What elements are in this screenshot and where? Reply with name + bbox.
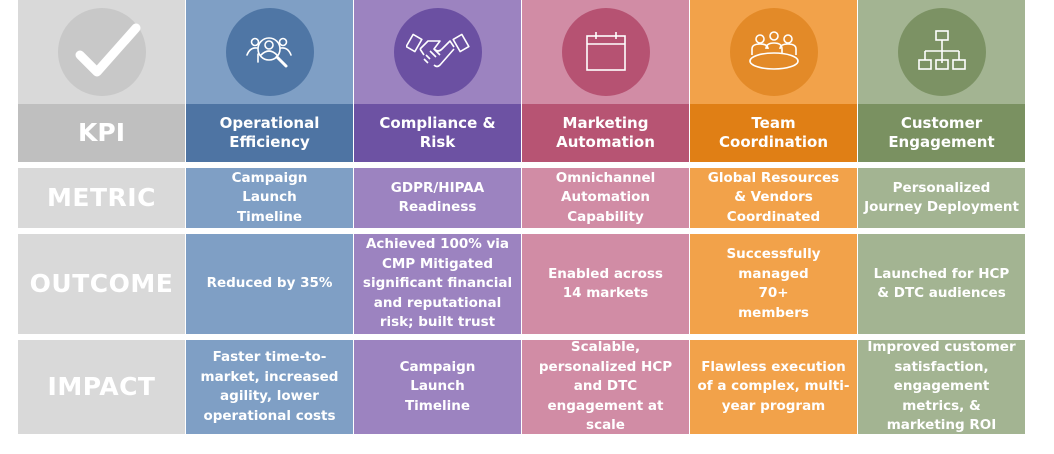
- kpi-row-label: KPI: [18, 104, 185, 162]
- header-line: Automation: [556, 133, 655, 151]
- impact-operational-efficiency: Faster time-to-market, increased agility…: [186, 340, 353, 434]
- icon-cell-operational-efficiency: [186, 0, 353, 104]
- kpi-icon-cell: [18, 0, 185, 104]
- impact-compliance-risk: Campaign Launch Timeline: [354, 340, 521, 434]
- metric-customer-engagement: Personalized Journey Deployment: [858, 168, 1025, 228]
- header-line: Efficiency: [229, 133, 310, 151]
- outcome-operational-efficiency: Reduced by 35%: [186, 234, 353, 334]
- header-line: Customer: [900, 114, 983, 132]
- outcome-team-coordination: Successfully managed 70+ members: [690, 234, 857, 334]
- outcome-marketing-automation: Enabled across 14 markets: [522, 234, 689, 334]
- checkmark-icon: [57, 8, 146, 96]
- icon-cell-team-coordination: [690, 0, 857, 104]
- icon-cell-customer-engagement: [858, 0, 1025, 104]
- calendar-icon: [561, 8, 650, 96]
- metric-marketing-automation: Omnichannel Automation Capability: [522, 168, 689, 228]
- people-search-icon: [225, 8, 314, 96]
- header-line: Coordination: [719, 133, 828, 151]
- metric-compliance-risk: GDPR/HIPAA Readiness: [354, 168, 521, 228]
- outcome-customer-engagement: Launched for HCP & DTC audiences: [858, 234, 1025, 334]
- header-line: Marketing: [562, 114, 649, 132]
- header-compliance-risk: Compliance &Risk: [354, 104, 521, 162]
- impact-team-coordination: Flawless execution of a complex, multi-y…: [690, 340, 857, 434]
- icon-cell-compliance-risk: [354, 0, 521, 104]
- org-chart-icon: [897, 8, 986, 96]
- header-line: Risk: [419, 133, 456, 151]
- icon-cell-marketing-automation: [522, 0, 689, 104]
- meeting-table-icon: [729, 8, 818, 96]
- metric-operational-efficiency: Campaign Launch Timeline: [186, 168, 353, 228]
- header-line: Team: [751, 114, 796, 132]
- metric-row-label: METRIC: [18, 168, 185, 228]
- metric-team-coordination: Global Resources & Vendors Coordinated: [690, 168, 857, 228]
- header-line: Operational: [219, 114, 320, 132]
- header-line: Engagement: [888, 133, 995, 151]
- impact-marketing-automation: Scalable, personalized HCP and DTC engag…: [522, 339, 689, 434]
- impact-row-label: IMPACT: [18, 340, 185, 434]
- outcome-compliance-risk: Achieved 100% via CMP Mitigated signific…: [354, 234, 521, 334]
- handshake-icon: [393, 8, 482, 96]
- header-line: Compliance &: [379, 114, 496, 132]
- outcome-row-label: OUTCOME: [18, 234, 185, 334]
- impact-customer-engagement: Improved customer satisfaction, engageme…: [858, 339, 1025, 434]
